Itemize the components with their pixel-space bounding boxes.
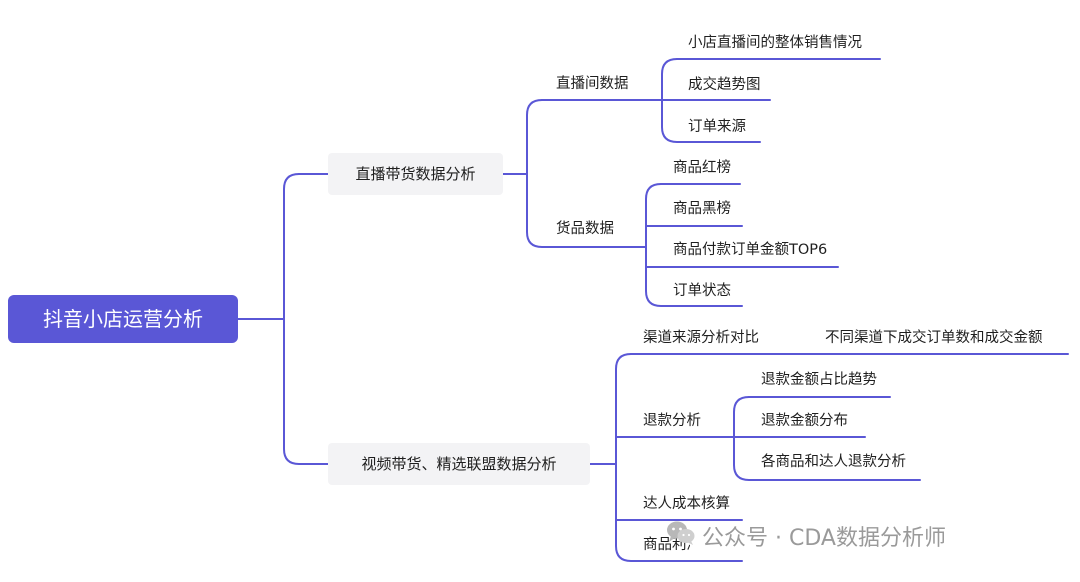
watermark-text: 公众号 · CDA数据分析师 [702,526,946,551]
subtopic-livestream-room-data: 直播间数据 [556,76,629,92]
subtopic-refund-analysis: 退款分析 [643,413,701,429]
leaf-order-status: 订单状态 [673,283,731,299]
leaf-refund-distribution: 退款金额分布 [761,413,848,429]
watermark-backdrop [690,533,750,555]
root-node: 抖音小店运营分析 [8,295,238,343]
leaf-product-black-list: 商品黑榜 [673,201,731,217]
leaf-deal-trend-chart: 成交趋势图 [688,77,761,93]
branch-livestream-analysis: 直播带货数据分析 [328,153,503,195]
branch-video-alliance-analysis: 视频带货、精选联盟数据分析 [328,443,590,485]
watermark: 公众号 · CDA数据分析师 [666,520,946,552]
leaf-order-source: 订单来源 [688,119,746,135]
subtopic-channel-comparison: 渠道来源分析对比 [643,330,759,346]
leaf-refund-share-trend: 退款金额占比趋势 [761,372,877,388]
leaf-product-influencer-refund: 各商品和达人退款分析 [761,454,906,470]
wechat-icon [666,520,696,552]
leaf-overall-sales: 小店直播间的整体销售情况 [688,35,862,51]
leaf-payment-amount-top6: 商品付款订单金额TOP6 [673,242,828,258]
subtopic-product-data: 货品数据 [556,221,614,237]
subtopic-influencer-cost: 达人成本核算 [643,496,730,512]
leaf-channel-orders-and-amount: 不同渠道下成交订单数和成交金额 [825,330,1043,346]
leaf-product-red-list: 商品红榜 [673,160,731,176]
